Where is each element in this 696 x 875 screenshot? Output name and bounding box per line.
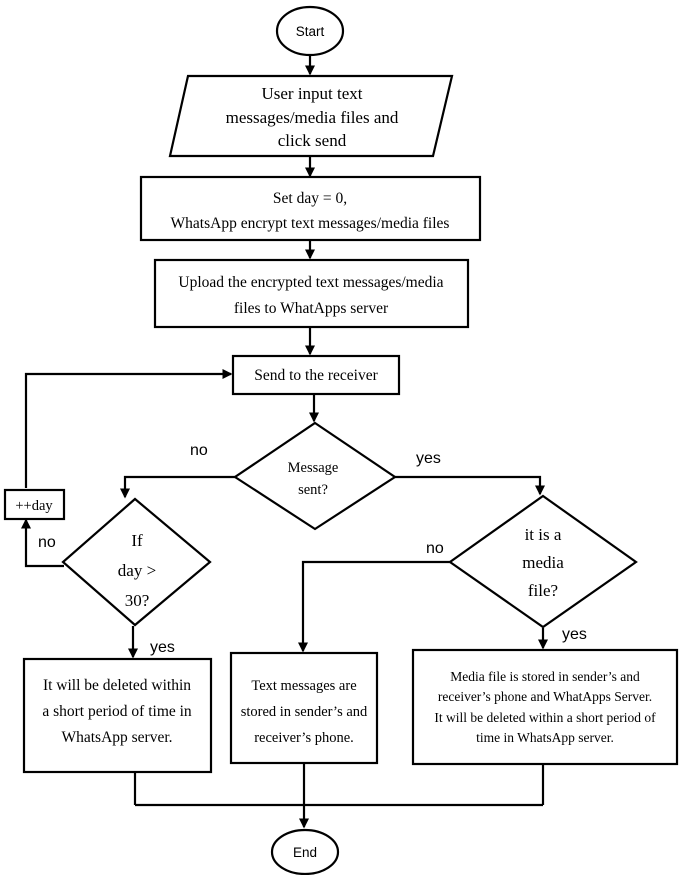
message-sent-line-1: Message: [288, 460, 339, 476]
media-check-decision: [448, 494, 638, 629]
text-stored-line-2: stored in sender’s and: [241, 704, 368, 720]
edge-message-sent-yes: [394, 475, 545, 496]
input-line-1: User input text: [261, 84, 362, 103]
message-sent-decision: [233, 421, 397, 531]
text-stored-line-3: receiver’s phone.: [254, 730, 354, 746]
end-terminal: [270, 828, 340, 875]
send-label: Send to the receiver: [254, 367, 378, 384]
input-line-3: click send: [278, 131, 347, 150]
send-process-box: [231, 354, 401, 396]
encrypt-line-1: Set day = 0,: [273, 190, 347, 207]
text-stored-line-1: Text messages are: [251, 678, 356, 694]
text-stored-box: [229, 651, 379, 765]
media-check-line-2: media: [522, 553, 564, 572]
start-label: Start: [296, 24, 325, 39]
deleted-server-line-3: WhatsApp server.: [61, 729, 172, 746]
deleted-server-box: [22, 657, 213, 774]
media-stored-line-2: receiver’s phone and WhatApps Server.: [438, 689, 652, 704]
encrypt-line-2: WhatsApp encrypt text messages/media fil…: [171, 215, 450, 232]
upload-line-2: files to WhatApps server: [234, 300, 389, 317]
media-check-line-1: it is a: [525, 525, 562, 544]
start-terminal: [275, 5, 345, 57]
upload-line-1: Upload the encrypted text messages/media: [178, 274, 443, 291]
message-sent-line-2: sent?: [298, 482, 328, 498]
edge-day-check-no: [21, 518, 64, 568]
day-check-decision: [61, 497, 212, 627]
media-check-yes-label: yes: [562, 626, 587, 643]
day-check-yes-label: yes: [150, 639, 175, 656]
day-check-line-1: If: [131, 531, 143, 550]
media-check-line-3: file?: [528, 581, 558, 600]
day-check-line-3: 30?: [125, 591, 150, 610]
upload-process-box: [153, 258, 470, 329]
media-stored-box: [411, 648, 679, 766]
end-label: End: [293, 845, 317, 860]
day-check-line-2: day >: [118, 561, 156, 580]
edge-message-sent-no: [120, 475, 236, 499]
input-line-2: messages/media files and: [226, 108, 399, 127]
day-check-no-label: no: [38, 534, 56, 551]
media-stored-line-4: time in WhatsApp server.: [476, 730, 614, 745]
media-stored-line-1: Media file is stored in sender’s and: [450, 669, 640, 684]
input-parallelogram: [168, 74, 454, 158]
encrypt-process-box: [139, 175, 482, 242]
media-check-no-label: no: [426, 540, 444, 557]
deleted-server-line-2: a short period of time in: [42, 703, 192, 720]
deleted-server-line-1: It will be deleted within: [43, 677, 191, 694]
increment-day-label: ++day: [15, 498, 53, 514]
edge-media-check-no: [298, 560, 450, 653]
message-sent-yes-label: yes: [416, 450, 441, 467]
media-stored-line-3: It will be deleted within a short period…: [434, 710, 656, 725]
edge-increment-day-loop: [24, 369, 233, 488]
increment-day-box: [3, 488, 66, 521]
message-sent-no-label: no: [190, 442, 208, 459]
